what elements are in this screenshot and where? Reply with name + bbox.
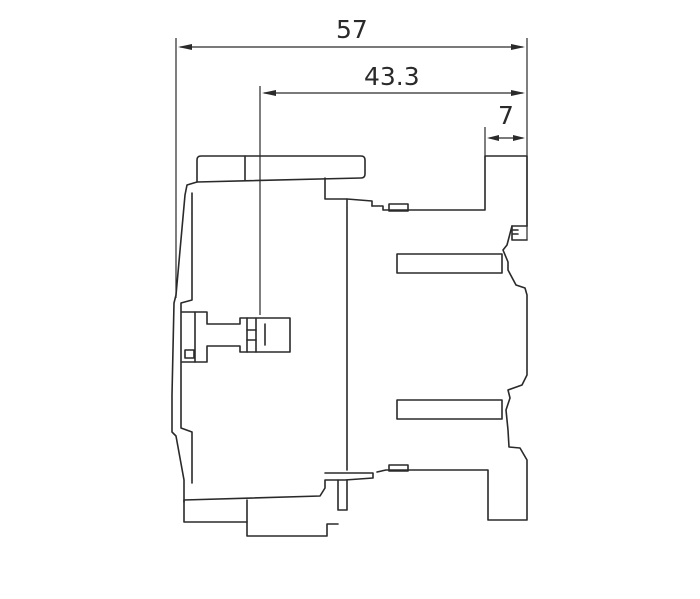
dimension-label-43-3: 43.3 <box>364 62 420 91</box>
top-cap <box>196 155 373 207</box>
mounting-rail <box>171 181 198 503</box>
terminal-profile <box>376 225 528 521</box>
dimension-43-3 <box>259 86 525 315</box>
dimension-label-57: 57 <box>336 15 368 44</box>
main-body <box>346 155 528 471</box>
dimension-7 <box>484 127 525 160</box>
lower-terminal-screw <box>396 399 503 420</box>
mechanism <box>181 311 291 363</box>
dimension-57 <box>175 38 528 298</box>
dimension-label-7: 7 <box>498 101 514 130</box>
upper-terminal-screw <box>396 253 503 274</box>
bottom-base <box>183 464 409 537</box>
